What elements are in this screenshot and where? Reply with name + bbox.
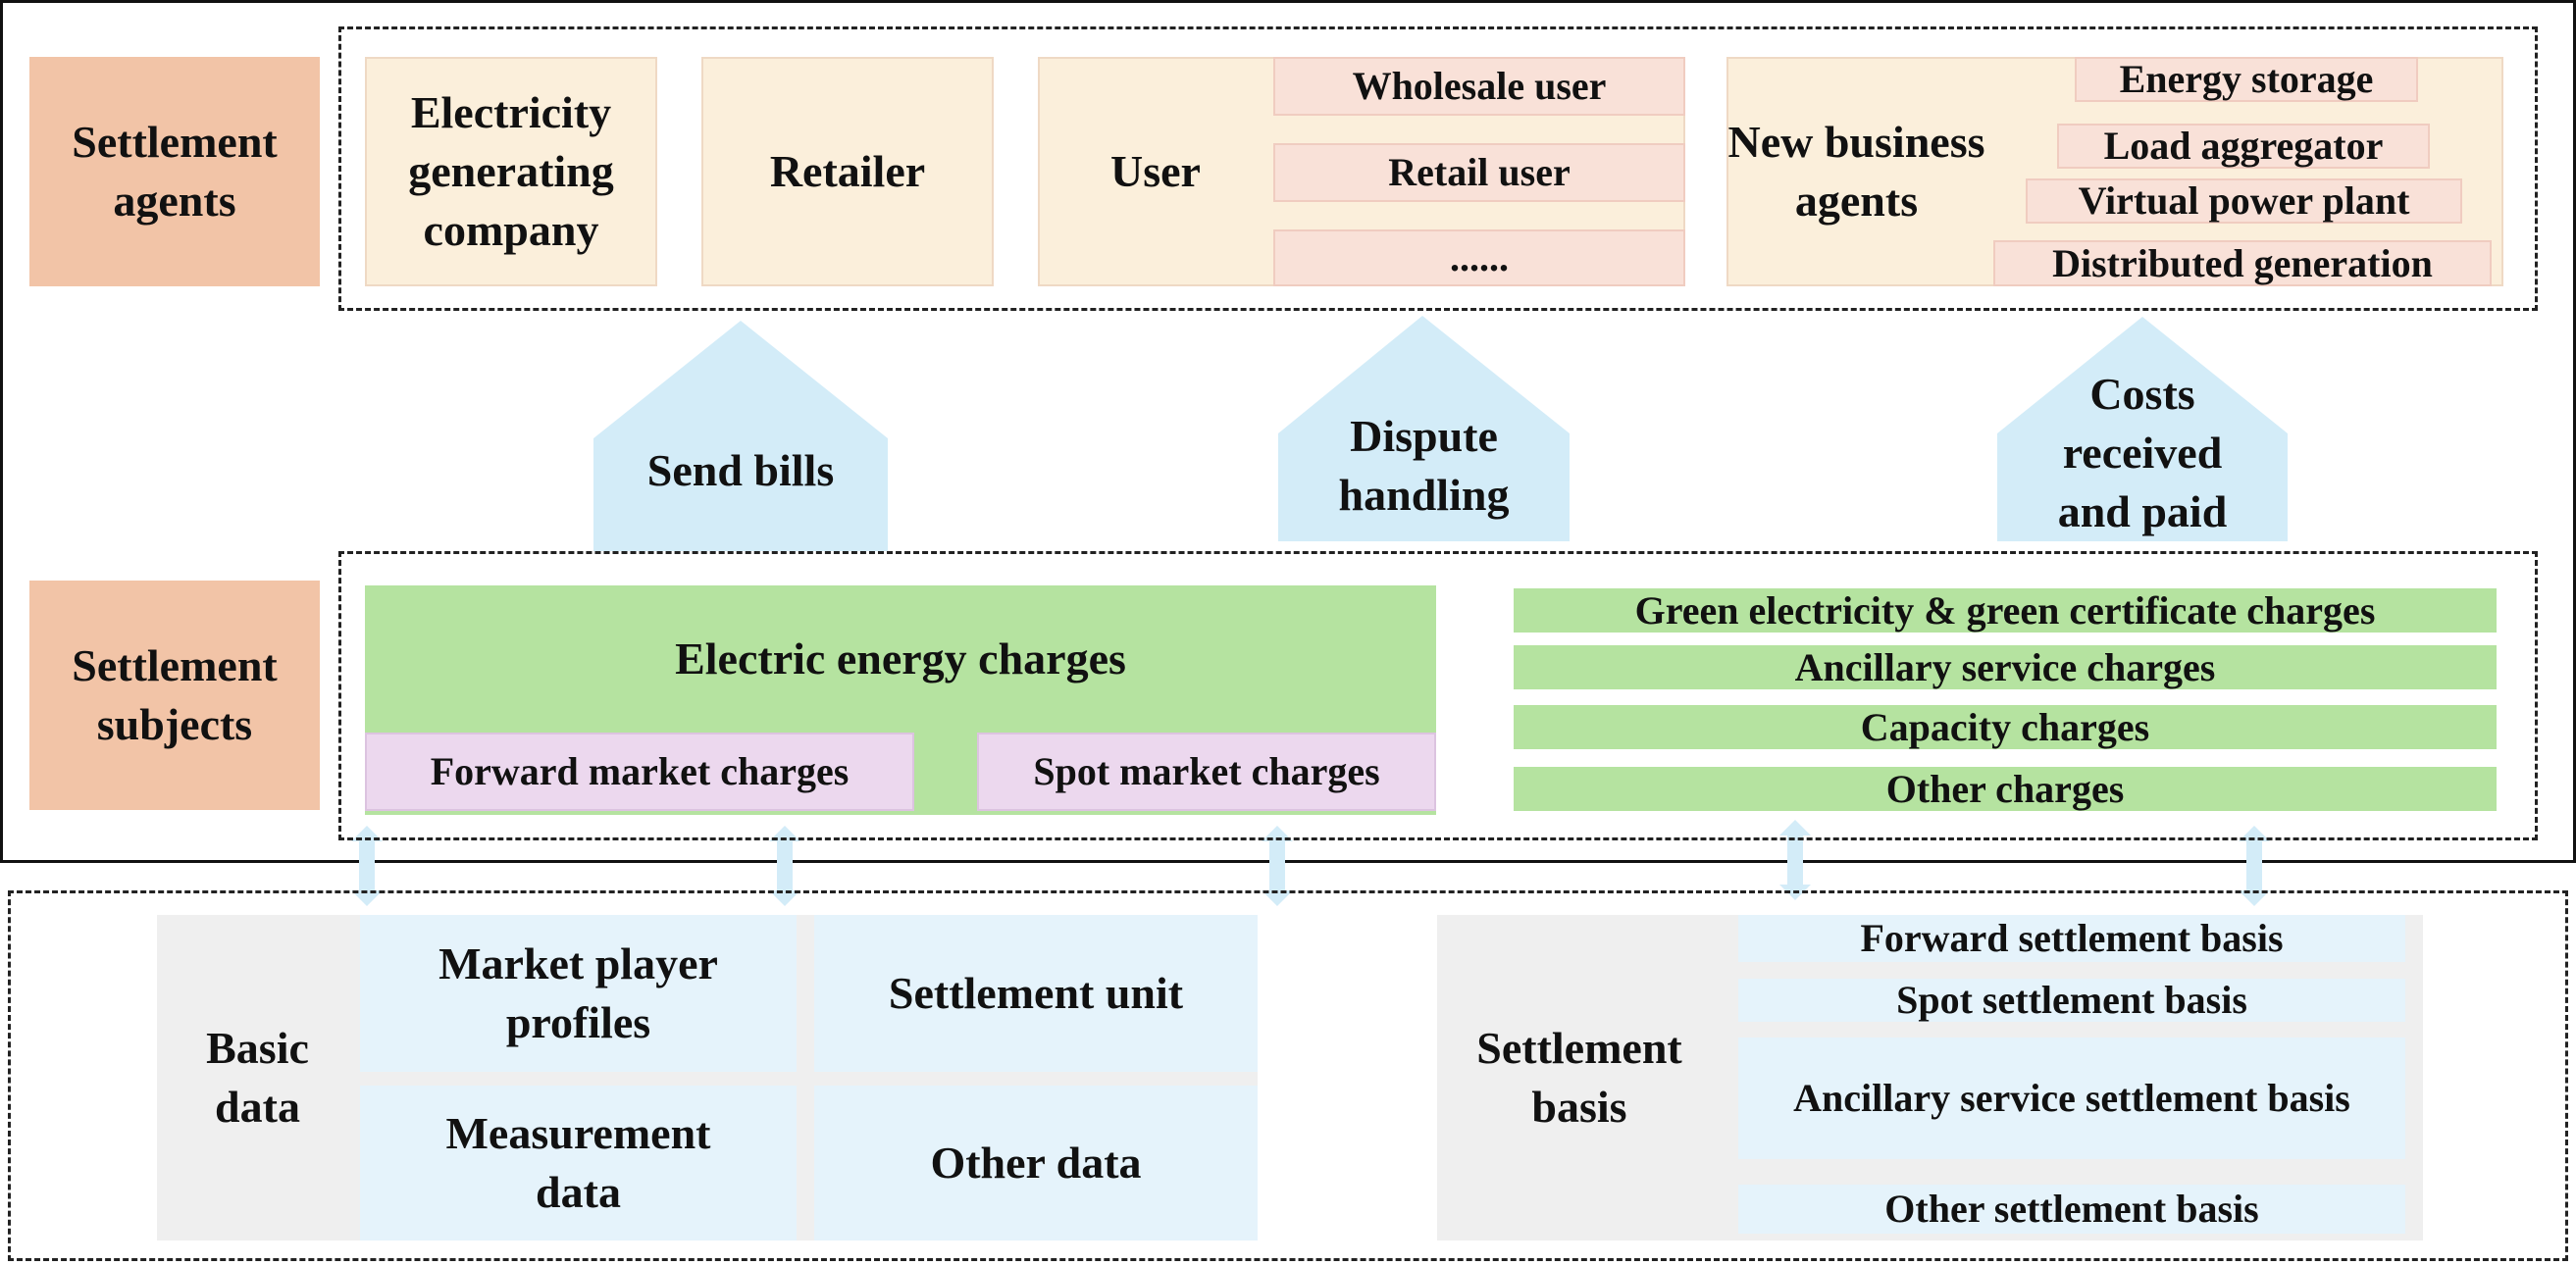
double-arrow-1 [351, 826, 383, 906]
settlement-agents-label: Settlement agents [29, 57, 320, 286]
distributed-generation-text: Distributed generation [2052, 240, 2433, 285]
load-aggregator-box: Load aggregator [2057, 124, 2430, 169]
new-agents-text: New business agents [1727, 117, 1985, 226]
distributed-generation-box: Distributed generation [1993, 240, 2492, 286]
energy-storage-box: Energy storage [2075, 57, 2418, 102]
market-profiles-text: Market player profiles [438, 938, 718, 1047]
wholesale-user-text: Wholesale user [1352, 64, 1607, 108]
user-box: User [1038, 57, 1273, 286]
other-data-text: Other data [930, 1138, 1142, 1189]
dispute-arrow [1278, 316, 1570, 541]
electric-energy-title: Electric energy charges [365, 585, 1436, 733]
settlement-subjects-label: Settlement subjects [29, 581, 320, 810]
double-arrow-2 [769, 826, 800, 906]
send-bills-text: Send bills [646, 445, 835, 496]
settlement-subjects-label-text: Settlement subjects [72, 640, 278, 749]
spot-market-box: Spot market charges [977, 733, 1436, 811]
ancillary-basis-text: Ancillary service settlement basis [1793, 1076, 2350, 1120]
basic-data-text: Basic data [206, 1023, 309, 1132]
retail-user-text: Retail user [1388, 150, 1571, 194]
ancillary-service-text: Ancillary service charges [1794, 644, 2216, 689]
retailer-box: Retailer [701, 57, 994, 286]
capacity-charges-text: Capacity charges [1860, 704, 2150, 749]
costs-text: Costs received and paid [2057, 369, 2228, 536]
measurement-data-text: Measurement data [445, 1108, 711, 1217]
ancillary-service-box: Ancillary service charges [1514, 645, 2497, 689]
more-users-box: ...... [1273, 229, 1685, 286]
virtual-power-plant-box: Virtual power plant [2026, 178, 2462, 224]
double-arrow-3 [1262, 826, 1293, 906]
outer-frame [0, 0, 2576, 863]
dispute-label: Dispute handling [1278, 392, 1570, 539]
retailer-text: Retailer [769, 146, 926, 197]
other-charges-text: Other charges [1885, 766, 2125, 811]
other-basis-text: Other settlement basis [1884, 1187, 2259, 1231]
load-aggregator-text: Load aggregator [2103, 124, 2384, 168]
green-certificate-text: Green electricity & green certificate ch… [1634, 587, 2376, 633]
market-profiles-box: Market player profiles [360, 915, 797, 1072]
ancillary-basis-box: Ancillary service settlement basis [1738, 1038, 2405, 1159]
settlement-basis-label: Settlement basis [1437, 915, 1722, 1241]
energy-storage-text: Energy storage [2119, 57, 2374, 101]
new-agents-box: New business agents [1726, 57, 1986, 286]
other-charges-box: Other charges [1514, 767, 2497, 811]
double-arrow-5 [2239, 826, 2270, 906]
other-data-box: Other data [814, 1086, 1258, 1241]
costs-label: Costs received and paid [1997, 355, 2288, 551]
data-container [8, 890, 2568, 1261]
generating-company-box: Electricity generating company [365, 57, 657, 286]
other-basis-box: Other settlement basis [1738, 1185, 2405, 1234]
forward-basis-box: Forward settlement basis [1738, 915, 2405, 962]
costs-arrow [1997, 317, 2288, 541]
generating-company-text: Electricity generating company [408, 87, 614, 255]
virtual-power-plant-text: Virtual power plant [2078, 178, 2410, 223]
forward-market-text: Forward market charges [430, 749, 850, 793]
settlement-unit-text: Settlement unit [888, 968, 1184, 1019]
settlement-basis-text: Settlement basis [1476, 1023, 1682, 1132]
forward-market-box: Forward market charges [365, 733, 914, 811]
user-text: User [1110, 146, 1201, 197]
more-users-text: ...... [1450, 235, 1509, 279]
wholesale-user-box: Wholesale user [1273, 57, 1685, 116]
forward-basis-text: Forward settlement basis [1860, 916, 2284, 960]
spot-market-text: Spot market charges [1033, 749, 1380, 793]
agents-container [338, 26, 2538, 311]
settlement-unit-box: Settlement unit [814, 915, 1258, 1072]
electric-energy-text: Electric energy charges [675, 633, 1126, 684]
send-bills-label: Send bills [593, 431, 888, 510]
retail-user-box: Retail user [1273, 143, 1685, 202]
green-certificate-box: Green electricity & green certificate ch… [1514, 588, 2497, 633]
dispute-text: Dispute handling [1338, 411, 1510, 520]
settlement-agents-label-text: Settlement agents [72, 117, 278, 226]
spot-basis-box: Spot settlement basis [1738, 978, 2405, 1022]
subjects-container [338, 551, 2538, 840]
measurement-data-box: Measurement data [360, 1086, 797, 1241]
basic-data-label: Basic data [157, 915, 358, 1241]
capacity-charges-box: Capacity charges [1514, 705, 2497, 749]
spot-basis-text: Spot settlement basis [1896, 978, 2247, 1022]
send-bills-arrow [593, 321, 888, 551]
